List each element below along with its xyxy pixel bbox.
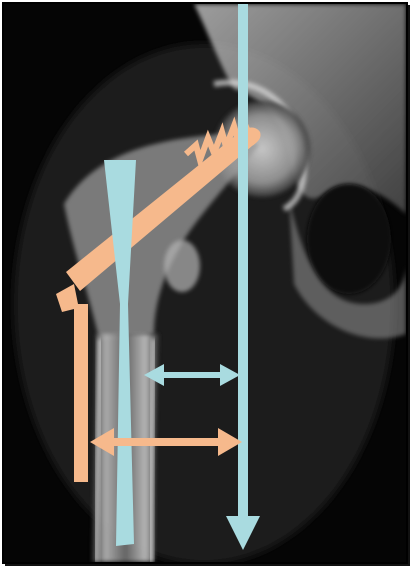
radiograph-image (4, 4, 406, 562)
obturator-foramen (307, 184, 391, 294)
radiograph-figure (4, 4, 406, 562)
